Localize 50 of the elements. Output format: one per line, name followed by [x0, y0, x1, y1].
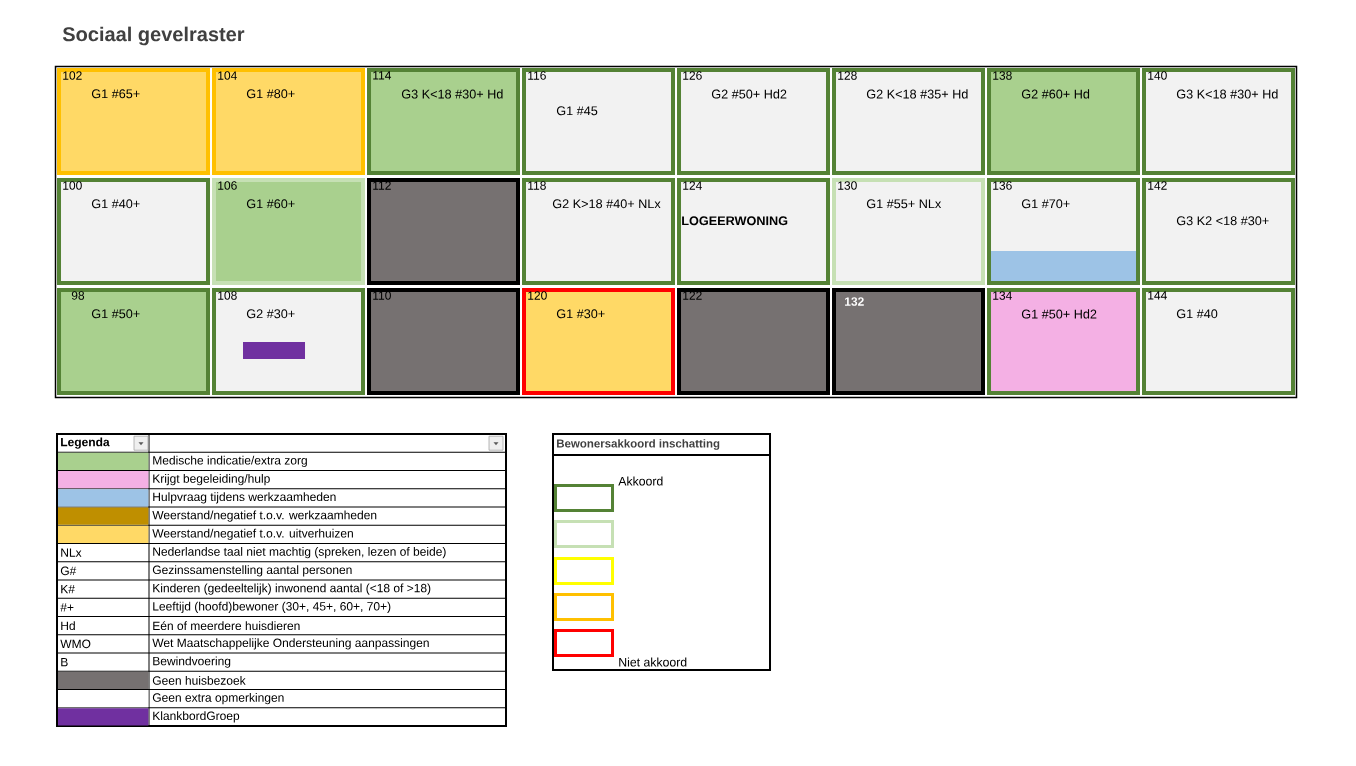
legend-label: Hulpvraag tijdens werkzaamheden [153, 492, 336, 504]
legend-label: KlankbordGroep [153, 711, 240, 723]
definition-label: Leeftijd (hoofd)bewoner (30+, 45+, 60+, 70+) [153, 601, 391, 613]
unit-box: 104 G1 #80+ [212, 68, 365, 175]
legend-label: Geen extra opmerkingen [152, 693, 284, 705]
unit-box: 140 G3 K<18 #30+ Hd [1142, 68, 1295, 175]
abbreviation-label: G# [60, 566, 77, 576]
unit-box: 126 G2 #50+ Hd2 [677, 68, 830, 175]
unit-box: 128 G2 K<18 #35+ Hd [832, 68, 985, 175]
unit-box: 114 G3 K<18 #30+ Hd [367, 68, 520, 175]
unit-box: 118 G2 K>18 #40+ NLx [522, 178, 675, 285]
legend-label: Krijgt begeleiding/hulp [153, 474, 270, 486]
unit-box: 108 G2 #30+ [212, 288, 365, 395]
unit-box: 110 [367, 288, 520, 395]
unit-box: 100 G1 #40+ [57, 178, 210, 285]
legend-label: Weerstand/negatief t.o.v. werkzaamheden [152, 510, 377, 522]
legend-label: Weerstand/negatief t.o.v. uitverhuizen [152, 528, 353, 540]
legend-label: Geen huisbezoek [152, 675, 246, 685]
unit-box: 142 G3 K2 <18 #30+ [1142, 178, 1295, 285]
legend-label: Akkoord [618, 476, 663, 486]
unit-box: 130 G1 #55+ NLx [832, 178, 985, 285]
abbreviation-label: #+ [60, 603, 74, 612]
definition-label: Nederlandse taal niet machtig (spreken, lezen of beide) [153, 547, 446, 559]
table-heading: Legenda [61, 437, 110, 449]
unit-box: 132 [832, 288, 985, 395]
definition-label: Bewindvoering [153, 656, 231, 668]
abbreviation-label: WMO [60, 639, 91, 649]
definition-label: Gezinssamenstelling aantal personen [152, 565, 352, 577]
legend-heading: Bewonersakkoord inschatting [557, 439, 720, 450]
unit-box: 136 G1 #70+ [987, 178, 1140, 285]
title: Sociaal gevelraster [62, 26, 245, 46]
definition-label: Wet Maatschappelijke Ondersteuning aanpassingen [152, 638, 429, 650]
unit-box: 144 G1 #40 [1142, 288, 1295, 395]
unit-box: 98 G1 #50+ [57, 288, 210, 395]
abbreviation-label: NLx [61, 548, 82, 557]
legend-label: Medische indicatie/extra zorg [153, 455, 307, 467]
unit-box: 124 LOGEERWONING [677, 178, 830, 285]
abbreviation-label: K# [61, 585, 75, 594]
abbreviation-label: B [61, 658, 68, 667]
unit-box: 106 G1 #60+ [212, 178, 365, 285]
unit-box: 116 G1 #45 [522, 68, 675, 175]
definition-label: Kinderen (gedeeltelijk) inwonend aantal (<18 of >18) [153, 583, 431, 595]
abbreviation-label: Hd [61, 621, 75, 631]
legend-label: Niet akkoord [619, 657, 687, 667]
unit-box: 120 G1 #30+ [522, 288, 675, 395]
definition-label: Eén of meerdere huisdieren [153, 621, 300, 631]
unit-box: 138 G2 #60+ Hd [987, 68, 1140, 175]
unit-box: 134 G1 #50+ Hd2 [987, 288, 1140, 395]
unit-box: 112 [367, 178, 520, 285]
unit-box: 102 G1 #65+ [57, 68, 210, 175]
